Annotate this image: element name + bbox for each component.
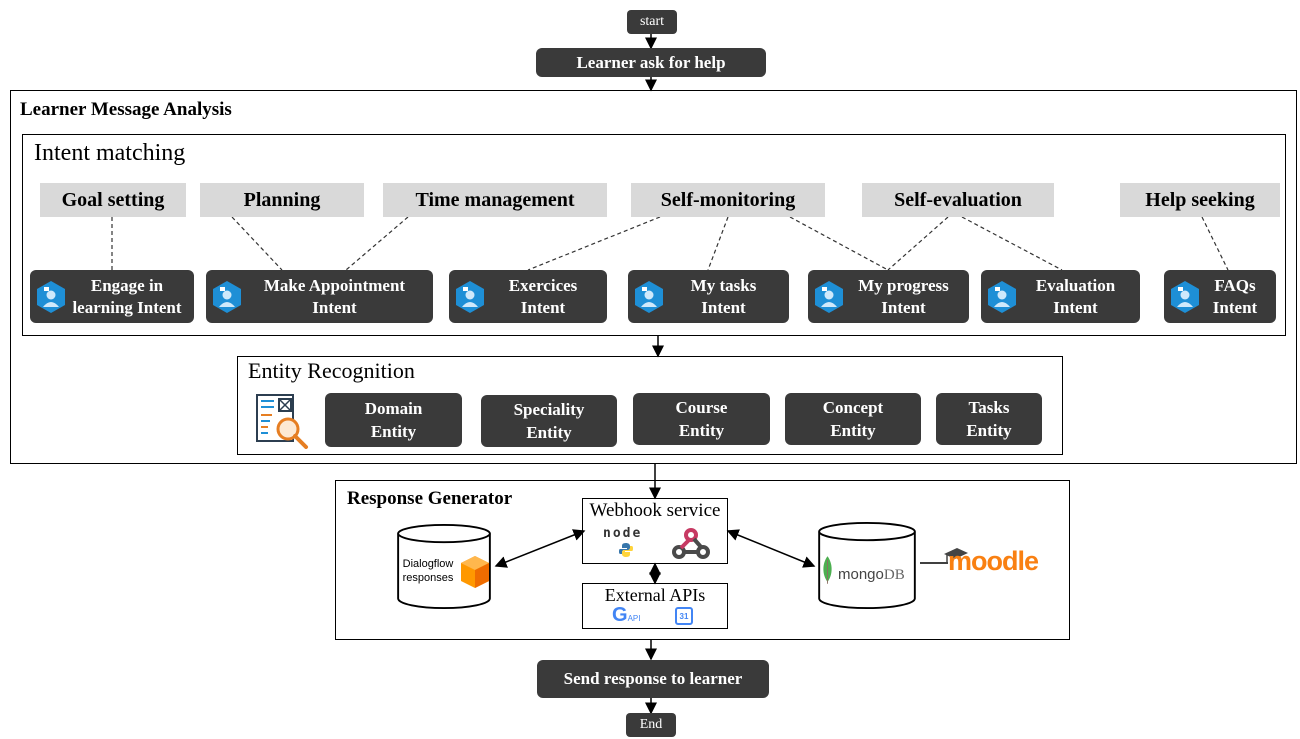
webhook-service-box <box>582 498 728 564</box>
entity-line-2: Entity <box>526 423 572 442</box>
dialogflow-line-2: responses <box>402 572 454 584</box>
document-search-icon <box>256 394 308 449</box>
external-apis-box <box>582 583 728 629</box>
learner-message-analysis-title: Learner Message Analysis <box>20 99 232 120</box>
learner-message-analysis-frame <box>10 90 1297 464</box>
intent-line-2: Intent <box>312 297 357 317</box>
entity-concept: Concept Entity <box>785 393 921 445</box>
intent-line-1: My progress <box>858 275 949 295</box>
end-node: End <box>626 713 676 737</box>
intent-icon <box>456 280 484 313</box>
intent-line-1: Make Appointment <box>263 275 406 295</box>
arrow-webhook-mongo <box>726 529 816 568</box>
webhook-icon <box>672 528 710 559</box>
entity-line-1: Course <box>675 398 728 417</box>
entity-line-2: Entity <box>678 421 725 440</box>
intent-line-1: Engage in <box>90 275 164 295</box>
google-api-icon: GAPI <box>612 604 641 626</box>
dialogflow-database <box>397 524 491 610</box>
entity-recognition-frame <box>237 356 1063 455</box>
end-label: End <box>639 717 663 732</box>
intent-matching-title: Intent matching <box>34 140 186 166</box>
moodle-logo: moodle <box>948 546 1039 576</box>
intent-line-1: FAQs <box>1214 275 1256 295</box>
intent-icon <box>1171 280 1199 313</box>
intent-line-1: My tasks <box>690 275 757 295</box>
entity-line-2: Entity <box>830 421 876 440</box>
intent-icon <box>988 280 1016 313</box>
entity-course: Course Entity <box>633 393 770 445</box>
category-goal-setting: Goal setting <box>40 183 186 217</box>
category-help-seeking: Help seeking <box>1120 183 1280 217</box>
google-api-label: API <box>627 614 641 623</box>
category-self-evaluation: Self-evaluation <box>862 183 1054 217</box>
entity-line-1: Tasks <box>968 398 1010 417</box>
response-generator-frame <box>335 480 1070 640</box>
calendar-day: 31 <box>679 611 689 621</box>
intent-line-2: Intent <box>881 297 926 317</box>
intent-line-1: Evaluation <box>1035 275 1116 295</box>
send-response-label: Send response to learner <box>563 669 743 688</box>
send-response-node: Send response to learner <box>537 660 769 698</box>
mongodb-label: mongoDB <box>838 566 905 584</box>
entity-line-1: Speciality <box>513 400 585 419</box>
intent-matching-frame <box>22 134 1286 336</box>
intent-evaluation: Evaluation Intent <box>981 270 1140 323</box>
dialogflow-line-1: Dialogflow <box>402 558 454 570</box>
mongodb-label-main: mongo <box>838 566 884 583</box>
start-node: start <box>627 10 677 34</box>
dialogflow-label: Dialogflow responses <box>396 557 460 585</box>
start-label: start <box>639 14 665 29</box>
google-calendar-icon: 31 <box>675 607 693 625</box>
intent-line-2: learning Intent <box>72 297 182 317</box>
intent-line-2: Intent <box>1212 297 1258 317</box>
node-logo: node <box>603 526 643 541</box>
moodle-hat-icon <box>944 548 968 562</box>
entity-line-1: Domain <box>364 399 423 418</box>
intent-engage-learning: Engage in learning Intent <box>30 270 194 323</box>
intent-exercices: Exercices Intent <box>449 270 607 323</box>
intent-line-2: Intent <box>520 297 566 317</box>
entity-line-2: Entity <box>966 421 1012 440</box>
intent-my-progress: My progress Intent <box>808 270 969 323</box>
intent-icon <box>815 280 843 313</box>
dialogflow-icon <box>461 556 489 588</box>
category-time-management: Time management <box>383 183 607 217</box>
entity-line-1: Concept <box>822 398 884 417</box>
external-apis-label: External APIs <box>604 585 706 605</box>
mongodb-database <box>818 522 916 610</box>
entity-tasks: Tasks Entity <box>936 393 1042 445</box>
category-planning: Planning <box>200 183 364 217</box>
intent-line-2: Intent <box>701 297 746 317</box>
intent-make-appointment: Make Appointment Intent <box>206 270 433 323</box>
intent-icon <box>37 280 65 313</box>
entity-domain: Domain Entity <box>325 393 462 447</box>
entity-line-2: Entity <box>370 422 417 441</box>
intent-line-1: Exercices <box>508 275 578 295</box>
mongodb-label-db: DB <box>883 567 905 583</box>
intent-icon <box>213 280 241 313</box>
intent-line-2: Intent <box>1053 297 1098 317</box>
intent-faqs: FAQs Intent <box>1164 270 1276 323</box>
response-generator-title: Response Generator <box>347 488 513 509</box>
intent-icon <box>635 280 663 313</box>
entity-recognition-title: Entity Recognition <box>248 358 415 383</box>
learner-ask-node: Learner ask for help <box>536 48 766 77</box>
python-icon <box>619 543 633 557</box>
category-self-monitoring: Self-monitoring <box>631 183 825 217</box>
learner-ask-label: Learner ask for help <box>576 52 726 72</box>
webhook-service-label: Webhook service <box>589 500 721 521</box>
intent-my-tasks: My tasks Intent <box>628 270 789 323</box>
entity-speciality: Speciality Entity <box>481 395 617 447</box>
mongodb-leaf-icon <box>823 556 832 584</box>
intent-links <box>111 216 1229 271</box>
arrow-dialogflow-webhook <box>494 529 586 568</box>
